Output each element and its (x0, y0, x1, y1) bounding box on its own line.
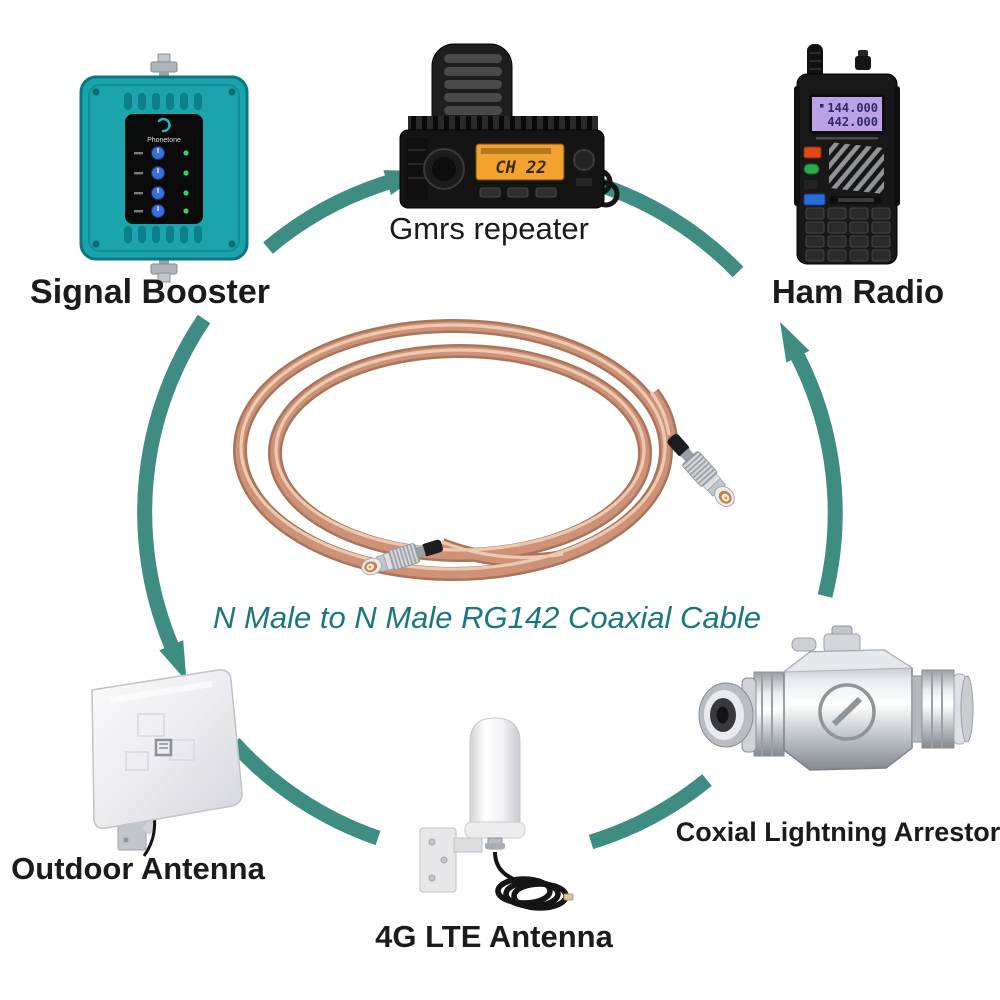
arc-topleft-arrow (263, 170, 425, 254)
ham-radio-label: Ham Radio (771, 273, 945, 310)
radio-display-line1: 144.000 (827, 101, 878, 115)
lightning-arrestor-image (686, 620, 980, 798)
ham-radio-image: 144.000 442.000 (776, 44, 918, 270)
arc-right-arrow (780, 322, 843, 598)
signal-booster-label: Signal Booster (30, 273, 270, 311)
outdoor-antenna-image (52, 656, 264, 858)
gmrs-repeater-label: Gmrs repeater (389, 211, 589, 246)
arc-bottomleft (228, 737, 381, 846)
channel-knob (573, 149, 595, 171)
radio-display (812, 97, 882, 131)
repeater-buttons (479, 187, 557, 198)
cable-loop (233, 319, 678, 581)
radio-keypad (805, 207, 891, 262)
arc-bottomright (588, 774, 712, 850)
lte-cable-coil (495, 876, 569, 911)
right-n-female-connector (911, 669, 974, 749)
panel-logo (154, 738, 173, 757)
repeater-display-text: CH 22 (495, 158, 546, 178)
booster-panel (125, 114, 203, 224)
arrestor-body (782, 649, 914, 771)
n-male-connector-right (662, 429, 741, 513)
repeater-display (475, 143, 565, 181)
panel-body (91, 669, 243, 830)
gmrs-repeater-image: CH 22 (372, 38, 644, 230)
booster-vents (124, 93, 202, 243)
arc-left-arrow (137, 314, 211, 682)
signal-booster-image: Phonetone (72, 52, 254, 284)
lightning-arrestor-label: Coxial Lightning Arrestor (675, 817, 1000, 847)
lte-antenna-image (392, 710, 578, 918)
radio-display-line2: 442.000 (827, 115, 878, 129)
booster-top-connector (150, 53, 178, 78)
booster-bottom-connector (150, 258, 178, 283)
ground-lug (791, 625, 861, 653)
booster-knobs (134, 146, 189, 218)
booster-brand: Phonetone (147, 137, 181, 144)
booster-logo-icon (157, 117, 171, 133)
radio-side-buttons (803, 146, 826, 206)
outdoor-antenna-label: Outdoor Antenna (11, 851, 265, 886)
coaxial-cable-image (228, 298, 790, 600)
radio-speaker-grille (829, 142, 884, 194)
lte-antenna-label: 4G LTE Antenna (375, 919, 613, 954)
left-n-female-connector (698, 671, 785, 757)
cable-caption: N Male to N Male RG142 Coaxial Cable (213, 600, 761, 635)
mount-bracket (419, 827, 457, 893)
antenna-barrel (469, 717, 521, 825)
